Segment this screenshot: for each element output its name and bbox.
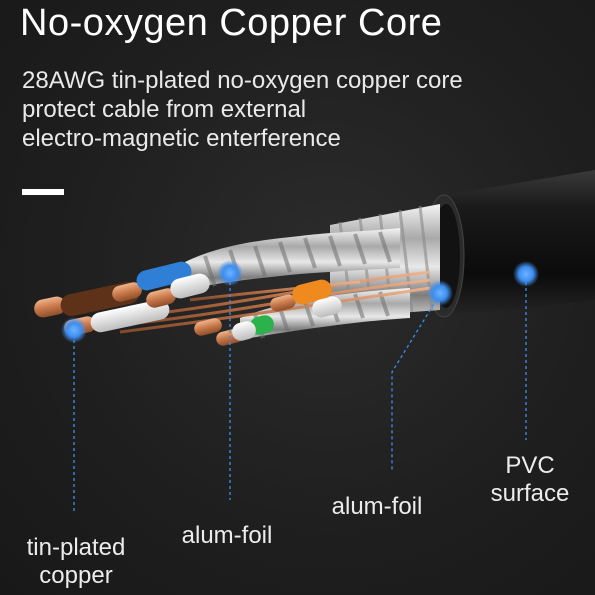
callout-label-alum-foil-outer: alum-foil bbox=[331, 493, 423, 520]
subtitle: 28AWG tin-plated no-oxygen copper core p… bbox=[22, 66, 582, 153]
callout-label-line: tin-plated bbox=[26, 534, 126, 561]
conductor-blue bbox=[112, 261, 192, 302]
subtitle-line-1: 28AWG tin-plated no-oxygen copper core bbox=[22, 67, 463, 94]
conductor-green bbox=[194, 315, 274, 336]
callout-dot-copper bbox=[61, 317, 87, 343]
accent-bar bbox=[22, 189, 64, 195]
conductor-white-orange bbox=[312, 296, 342, 318]
conductor-orange bbox=[270, 279, 332, 312]
callout-leaders bbox=[73, 276, 527, 514]
subtitle-line-3: electro-magnetic enterference bbox=[22, 125, 341, 152]
conductor-white-blue bbox=[146, 273, 210, 308]
callout-label-line: PVC bbox=[505, 452, 555, 479]
callout-label-alum-foil-inner: alum-foil bbox=[181, 522, 273, 549]
callout-label-pvc-surface: PVC surface bbox=[480, 452, 580, 508]
callout-label-tin-plated-copper: tin-plated copper bbox=[16, 534, 136, 590]
callout-dot-pvc bbox=[513, 261, 539, 287]
page-title: No-oxygen Copper Core bbox=[20, 2, 443, 44]
callout-dot-foil-inner bbox=[217, 260, 243, 286]
callout-label-line: surface bbox=[490, 480, 570, 507]
callout-dot-foil-outer bbox=[427, 280, 453, 306]
subtitle-line-2: protect cable from external bbox=[22, 96, 307, 123]
callout-label-line: copper bbox=[39, 562, 113, 589]
